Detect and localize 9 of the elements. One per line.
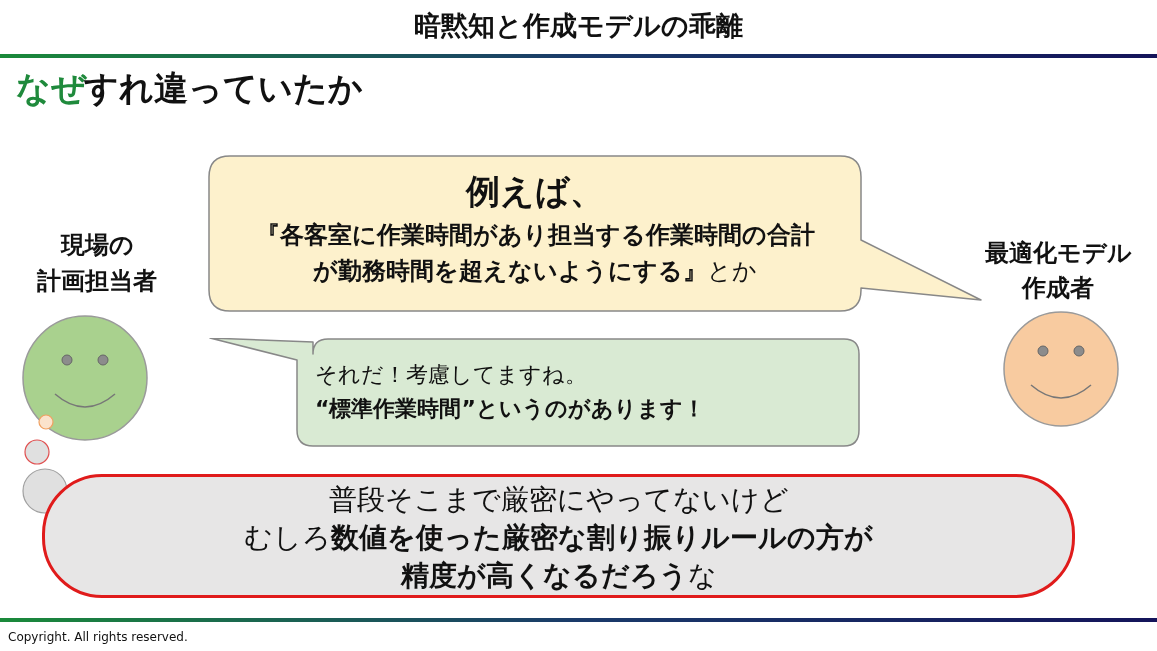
thought-box: 普段そこまで厳密にやってないけど むしろ数値を使った厳密な割り振りルールの方が 精度が高くなるだろうな [42, 474, 1075, 598]
copyright-text: Copyright. All rights reserved. [8, 629, 188, 645]
role-label: 最適化モデル作成者 [983, 238, 1133, 304]
slide-title: 暗黙知と作成モデルの乖離 [414, 10, 743, 41]
heading-text: なぜ [16, 67, 86, 110]
role-label: 計画担当者 [36, 266, 158, 297]
role-label: 現場の [59, 230, 135, 261]
speech-bubble: 例えば、 『各客室に作業時間があり担当する作業時間の合計が勤務時間を超えないようにする』とか [208, 155, 982, 312]
speech-bubble: それだ！考慮してますね。 “標準作業時間”というのがあります！ [208, 338, 860, 447]
